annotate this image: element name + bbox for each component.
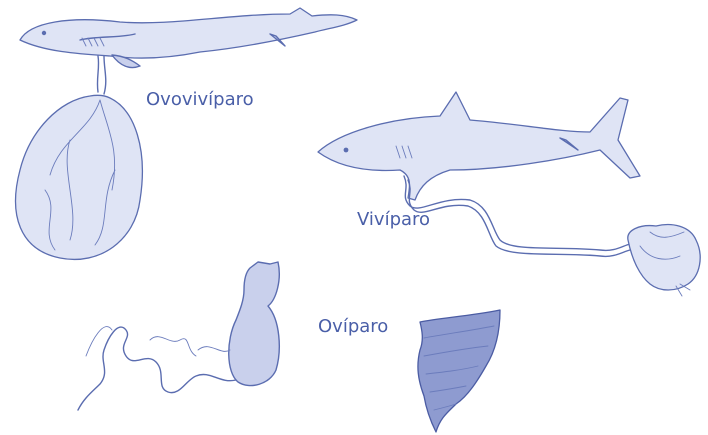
- label-oviparo: Ovíparo: [318, 316, 388, 337]
- oviparous-spiral-egg-case: [418, 310, 500, 432]
- oviparous-egg-case-tendrils: [78, 262, 279, 410]
- ovoviviparous-shark: [20, 8, 357, 68]
- viviparous-shark: [318, 92, 640, 200]
- label-ovoviviparo: Ovovivíparo: [146, 89, 254, 110]
- viviparous-umbilical-cord: [404, 176, 700, 296]
- label-viviparo: Vivíparo: [357, 209, 430, 230]
- ovoviviparous-yolk-sac: [16, 56, 143, 259]
